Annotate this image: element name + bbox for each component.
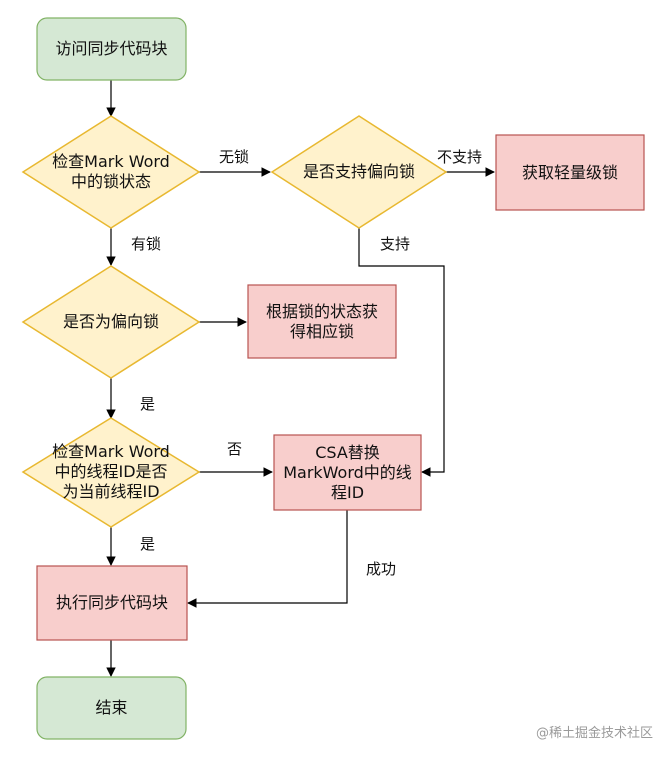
arrow-cas-to-execute xyxy=(187,510,348,608)
connectors xyxy=(106,80,495,677)
watermark: @稀土掘金技术社区 xyxy=(535,726,653,741)
edge-label-yes-2: 是 xyxy=(140,535,156,553)
is-biased-diamond xyxy=(21,265,201,379)
lightweight-lock-node xyxy=(495,134,645,211)
arrow-support-to-cas xyxy=(358,228,445,477)
edge-label-success: 成功 xyxy=(366,560,397,578)
edge-label-supported: 支持 xyxy=(380,235,411,253)
get-lock-by-state-node xyxy=(247,284,397,359)
edge-label-yes-1: 是 xyxy=(140,395,156,413)
edge-label-no-lock: 无锁 xyxy=(219,148,250,166)
start-node xyxy=(36,17,187,81)
check-thread-id-diamond xyxy=(21,417,201,528)
edge-label-has-lock: 有锁 xyxy=(131,235,162,253)
edge-label-no: 否 xyxy=(227,440,243,458)
end-node xyxy=(36,676,187,740)
execute-node xyxy=(36,565,188,641)
support-biased-diamond xyxy=(270,115,448,229)
cas-replace-node xyxy=(273,434,422,511)
check-mark-word-diamond xyxy=(21,115,201,229)
edge-label-not-supported: 不支持 xyxy=(437,148,483,166)
